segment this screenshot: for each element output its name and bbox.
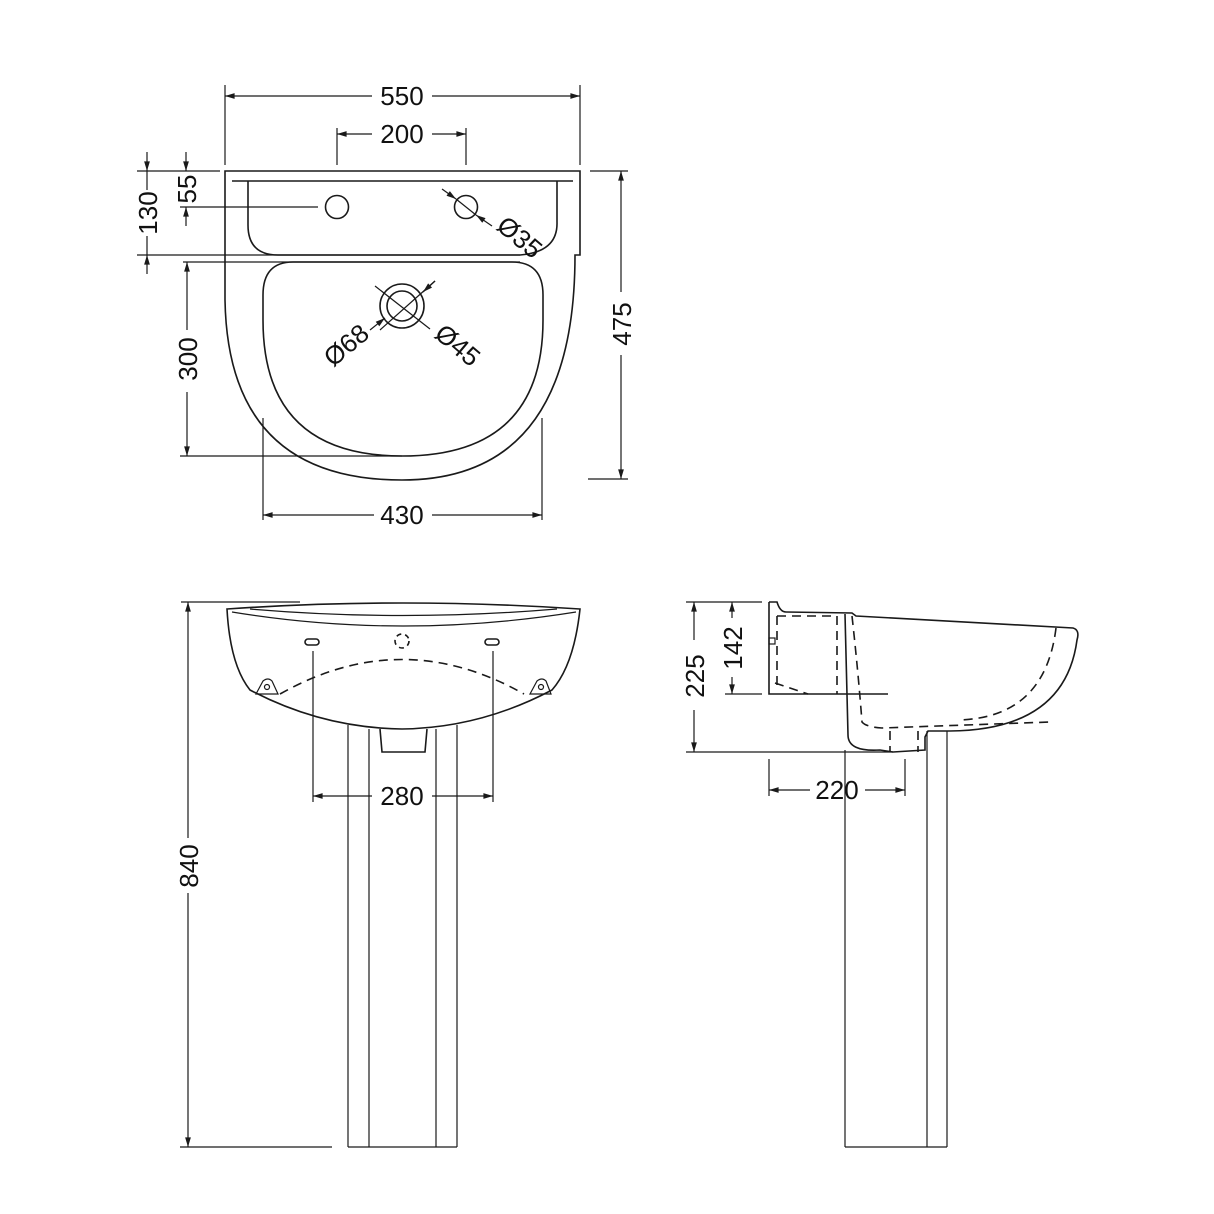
dim-overall-depth: 475: [607, 302, 637, 345]
fixing-slot-left: [304, 638, 320, 646]
tap-hole-right: [453, 194, 479, 220]
side-view: 225 142 220: [680, 601, 1079, 1148]
dim-overall-width: 550: [380, 81, 423, 111]
basin-outline-side: [769, 601, 1079, 753]
dim-basin-height: 225: [680, 654, 710, 697]
bowl-hidden-side: [777, 615, 838, 694]
basin-outline-front: [226, 602, 581, 730]
bowl-hidden-line: [279, 658, 525, 695]
front-view: 280 840: [174, 601, 581, 1148]
waste-inner: [386, 290, 418, 322]
bowl-outline: [262, 261, 544, 457]
tap-hole-left: [324, 194, 350, 220]
top-view: 550 200 130 55 300 475 430: [133, 81, 637, 530]
basin-outline-plan: [224, 170, 581, 481]
dim-ledge-depth: 130: [133, 191, 163, 234]
dim-bowl-width: 430: [380, 500, 423, 530]
waste-outer: [379, 283, 425, 329]
dim-ledge-height: 142: [718, 626, 748, 669]
dim-waste-outer: Ø68: [318, 318, 375, 373]
dim-fixing-centres: 280: [380, 781, 423, 811]
overflow-hole: [394, 633, 410, 649]
dim-overall-height: 840: [174, 844, 204, 887]
pedestal-front: [347, 725, 458, 1148]
dim-waste-inner: Ø45: [429, 318, 486, 373]
fixing-slot-right: [484, 638, 500, 646]
dim-tap-offset: 55: [172, 175, 202, 204]
dim-tap-centres: 200: [380, 119, 423, 149]
dim-pedestal-offset: 220: [815, 775, 858, 805]
pedestal-side: [844, 731, 948, 1148]
dim-bowl-depth: 300: [173, 337, 203, 380]
dim-tap-hole-diameter: Ø35: [491, 210, 548, 265]
